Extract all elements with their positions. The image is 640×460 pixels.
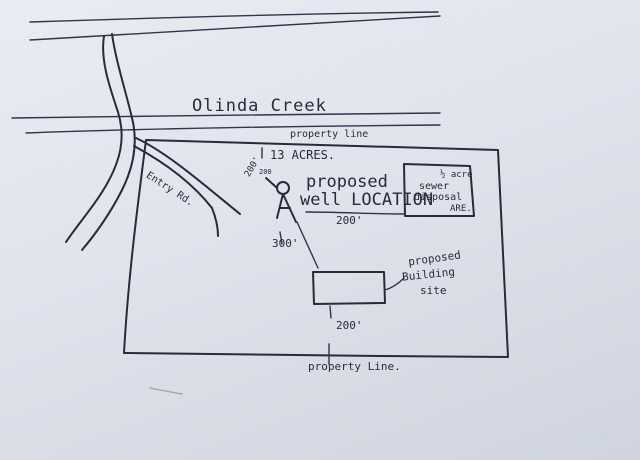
well-to-septic-line xyxy=(305,211,405,215)
well-left-dimension-line xyxy=(265,177,277,188)
entry-road-edge-right xyxy=(135,137,241,215)
creek-line-upper xyxy=(11,112,441,119)
acreage-label: 13 ACRES. xyxy=(270,148,336,162)
top-road-line-lower xyxy=(29,15,441,41)
creek-label: Olinda Creek xyxy=(192,96,327,116)
building-dimension-line xyxy=(329,305,332,319)
property-boundary xyxy=(123,139,509,358)
road-edge-left xyxy=(65,35,123,243)
septic-size-label: ½ acre xyxy=(440,170,473,180)
well-offset-down: 300' xyxy=(272,237,299,250)
septic-label-line1: sewer xyxy=(419,181,450,192)
well-tripod-icon xyxy=(276,193,297,223)
well-offset-right: 200' xyxy=(336,214,363,227)
road-edge-right xyxy=(81,33,136,251)
well-label-line2: well LOCATION xyxy=(300,190,434,210)
building-label-line3: site xyxy=(420,284,447,297)
top-road-line-upper xyxy=(29,11,439,23)
building-site-box xyxy=(312,271,386,305)
entry-road-edge-left xyxy=(133,145,219,237)
septic-area-box xyxy=(403,163,475,217)
property-line-bottom-label: property Line. xyxy=(308,360,401,373)
septic-label-line2: disposal xyxy=(414,192,463,203)
well-label-line1: proposed xyxy=(306,172,388,192)
pen-mark xyxy=(149,387,183,395)
septic-label-line3: ARE. xyxy=(450,204,472,214)
property-line-top-label: property line xyxy=(290,129,369,140)
well-to-building-line xyxy=(296,221,319,269)
building-label-pointer xyxy=(384,277,405,291)
well-offset-left-small: 200 xyxy=(259,168,272,176)
well-down-dimension-line xyxy=(279,231,283,245)
building-offset-label: 200' xyxy=(336,319,363,332)
well-circle-icon xyxy=(276,181,290,195)
creek-line-lower xyxy=(25,124,441,134)
